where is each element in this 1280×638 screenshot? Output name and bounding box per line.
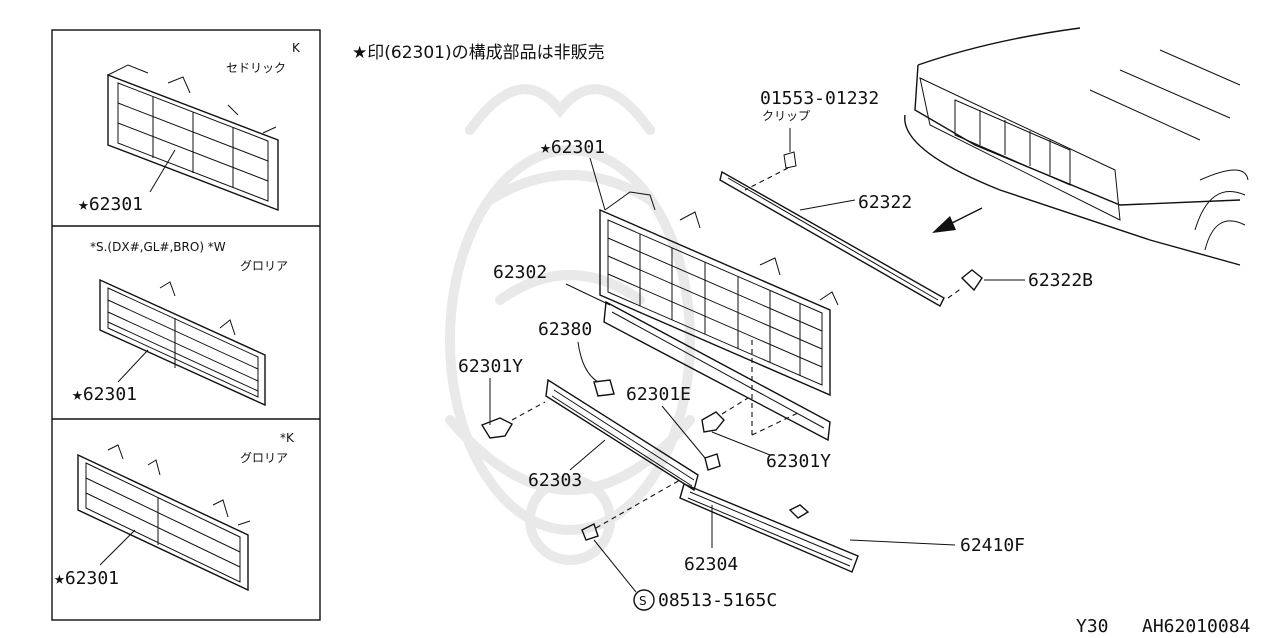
main-grille: ★62301 [540, 137, 839, 397]
clip-62301e-label: 62301E [626, 384, 691, 405]
clip-callout: 01553-01232 クリップ [744, 88, 879, 191]
variant-2-part-label: ★62301 [72, 384, 137, 405]
lower-bar-right-label: 62304 [684, 554, 738, 575]
screw-symbol: S [639, 594, 647, 608]
clip-62301e: 62301E [626, 384, 721, 471]
variant-2-grille-drawing [99, 278, 266, 407]
lower-panel: 62302 [493, 262, 831, 442]
non-sale-note: ★印(62301)の構成部品は非販売 [352, 43, 605, 63]
variant-2-model-code: *S.(DX#,GL#,BRO) *W [90, 240, 226, 254]
molding-upper-label: 62322 [858, 192, 912, 213]
footer-diagram-code: AH62010084 [1142, 616, 1250, 637]
lower-panel-label: 62302 [493, 262, 547, 283]
main-grille-label: ★62301 [540, 137, 605, 158]
variant-2: *S.(DX#,GL#,BRO) *W グロリア ★62301 [72, 240, 288, 407]
variant-3-leader [99, 529, 136, 566]
lower-bar-label: 62303 [528, 470, 582, 491]
screw-symbol-circle [633, 589, 655, 611]
variant-3: *K グロリア ★62301 [54, 431, 295, 592]
screw-label: 08513-5165C [658, 590, 777, 611]
variant-1: K セドリック ★62301 [78, 41, 301, 215]
molding-end: 62322B [947, 269, 1093, 299]
direction-arrow [932, 207, 983, 233]
variant-1-leader [149, 149, 176, 193]
fastener-62380-label: 62380 [538, 319, 592, 340]
clip-part-number: 01553-01232 [760, 88, 879, 109]
moulding-62410f: 62410F [788, 504, 1025, 556]
molding-end-label: 62322B [1028, 270, 1093, 291]
car-front-drawing [904, 27, 1249, 266]
lower-bar-right: 62304 [679, 483, 859, 575]
variant-2-leader [117, 349, 149, 383]
variant-1-model-name: セドリック [226, 61, 286, 75]
clip-part-name: クリップ [762, 109, 810, 123]
moulding-62410f-label: 62410F [960, 535, 1025, 556]
variant-3-part-label: ★62301 [54, 568, 119, 589]
bracket-left: 62301Y [458, 356, 546, 439]
variant-3-model-name: グロリア [240, 451, 288, 465]
variant-2-model-name: グロリア [240, 259, 288, 273]
fastener-62380: 62380 [538, 319, 615, 397]
variant-1-model-code: K [292, 41, 301, 55]
variant-3-model-code: *K [280, 431, 295, 445]
variant-1-part-label: ★62301 [78, 194, 143, 215]
watermark-emblem [445, 84, 695, 565]
lower-bar: 62303 [528, 378, 699, 492]
variant-1-grille-drawing [107, 64, 279, 212]
variant-3-grille-drawing [77, 444, 251, 592]
bracket-left-label: 62301Y [458, 356, 523, 377]
molding-upper: 62322 [719, 170, 945, 307]
bracket-right-label: 62301Y [766, 451, 831, 472]
screw: S 08513-5165C [581, 479, 777, 611]
bracket-right: 62301Y [701, 397, 831, 472]
variant-panel [51, 29, 321, 621]
footer-model: Y30 [1076, 616, 1109, 637]
